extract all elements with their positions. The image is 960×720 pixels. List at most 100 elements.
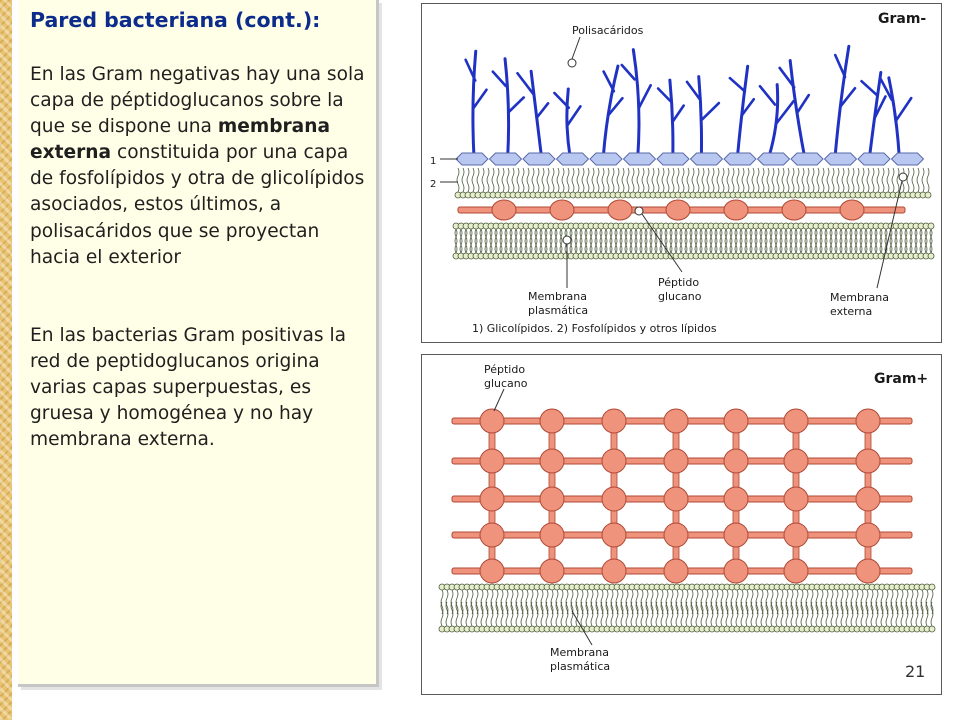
lipid-tail	[834, 228, 838, 254]
lipid-tail	[796, 167, 800, 193]
lipid-tail	[860, 601, 864, 627]
lipid-tail	[601, 167, 605, 193]
lipid-tail	[461, 167, 465, 193]
leader-line	[641, 213, 683, 273]
lipid-tail	[690, 601, 694, 627]
lipid-tail	[504, 228, 508, 254]
lipid-tail	[689, 228, 693, 254]
polysaccharide-chain	[868, 70, 883, 158]
lipid-tail	[664, 228, 668, 254]
lipid-tail	[560, 601, 564, 627]
lipid-tail	[666, 167, 670, 193]
lipid-tail	[761, 167, 765, 193]
polysaccharide-chains	[464, 44, 913, 158]
lipid-tail	[859, 228, 863, 254]
lipid-tail	[724, 228, 728, 254]
lipid-tail	[476, 167, 480, 193]
lipid-tail	[654, 228, 658, 254]
lipid-tail	[865, 589, 869, 615]
lipid-tail	[784, 228, 788, 254]
slide-number: 21	[905, 662, 926, 681]
lipid-tail	[611, 167, 615, 193]
peptide-node	[607, 199, 633, 221]
lipid-tails	[440, 589, 934, 627]
lipid-tail	[455, 589, 459, 615]
glycolipid-hexagon	[589, 152, 623, 166]
lipid-tail	[655, 601, 659, 627]
label-pointer-dot	[634, 206, 644, 216]
lipid-tail	[756, 167, 760, 193]
lipid-tail	[800, 589, 804, 615]
lipid-tail	[585, 601, 589, 627]
polysaccharide-branch	[637, 83, 652, 110]
lipid-tail	[830, 601, 834, 627]
lipid-tail	[445, 589, 449, 615]
lipid-tail	[861, 167, 865, 193]
lipid-tail	[620, 589, 624, 615]
lipid-tail	[930, 601, 934, 627]
gram-positive-title: Gram+	[874, 371, 928, 387]
polysaccharide-branch	[833, 53, 847, 79]
lipid-tail	[526, 167, 530, 193]
lipid-tail	[554, 228, 558, 254]
lipid-tail	[454, 228, 458, 254]
lipid-tail	[821, 167, 825, 193]
peptide-node	[723, 522, 749, 548]
lipid-tail	[570, 589, 574, 615]
peptide-node	[479, 558, 505, 584]
peptide-node	[783, 408, 809, 434]
lipid-tail	[595, 589, 599, 615]
lipid-tail	[884, 228, 888, 254]
lipid-tail	[869, 228, 873, 254]
glycolipid-hexagon	[723, 152, 757, 166]
lipid-tail	[530, 589, 534, 615]
lipid-tail	[505, 589, 509, 615]
peptide-node	[783, 522, 809, 548]
lipid-tail	[486, 167, 490, 193]
lipid-tail	[549, 228, 553, 254]
glycolipid-hexagon	[522, 152, 556, 166]
lipid-tail	[614, 228, 618, 254]
lipid-tail	[685, 589, 689, 615]
lipid-tail	[514, 228, 518, 254]
lipid-tail	[881, 167, 885, 193]
lipid-tail	[920, 601, 924, 627]
lipid-tail	[765, 601, 769, 627]
lipid-tail	[615, 589, 619, 615]
polysaccharide-branch	[471, 88, 488, 111]
lipid-tail	[919, 228, 923, 254]
lipid-tail	[825, 601, 829, 627]
lipid-tail	[681, 167, 685, 193]
peptide-node	[839, 199, 865, 221]
peptide-node	[855, 486, 881, 512]
polysaccharide-branch	[839, 86, 857, 108]
lipid-tail	[915, 601, 919, 627]
lipid-tail	[914, 228, 918, 254]
paragraph-gram-negative-text-1: En las Gram negativas hay una sola capa …	[30, 64, 365, 138]
lipid-tail	[895, 589, 899, 615]
lipid-tail	[870, 589, 874, 615]
polysaccharide-chain	[788, 59, 806, 158]
leader-line	[571, 610, 593, 646]
lipid-tail	[910, 601, 914, 627]
lipid-tail	[700, 589, 704, 615]
polysaccharide-branch	[656, 87, 673, 103]
lipid-tail	[629, 228, 633, 254]
lipid-tail	[479, 228, 483, 254]
label-membrana-plasmatica-2: plasmática	[528, 304, 588, 317]
lipid-tail	[554, 228, 558, 254]
lipid-tail	[670, 601, 674, 627]
lipid-tail	[835, 601, 839, 627]
lipid-tail	[820, 589, 824, 615]
lipid-tail	[769, 228, 773, 254]
lipid-tail	[749, 228, 753, 254]
polysaccharide-branch	[491, 70, 508, 88]
lipid-tail	[641, 167, 645, 193]
peptide-node	[479, 522, 505, 548]
lipid-tail	[606, 167, 610, 193]
lipid-tail	[720, 589, 724, 615]
marker-1: 1	[430, 156, 436, 167]
lipid-tail	[580, 601, 584, 627]
polysaccharide-chain	[601, 64, 620, 158]
lipid-heads	[452, 222, 935, 260]
